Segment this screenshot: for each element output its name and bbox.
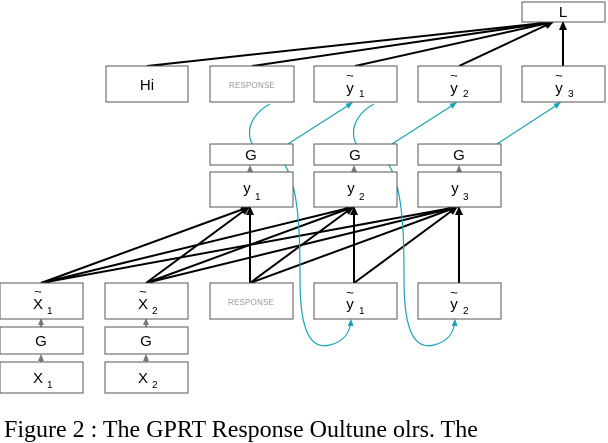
diagram-canvas: L Hi RESPONSE ~ y 1 ~ y 2 ~ y 3 G G G [0,1,606,394]
edge-respb-to-y2 [249,206,354,284]
gray-arrows [247,165,462,172]
node-xt1: ~ X 1 [0,282,84,320]
node-response-top: RESPONSE [209,65,295,103]
figure-caption: Figure 2 : The GPRT Response Oultune olr… [4,417,478,443]
node-y2: y 2 [313,171,398,208]
node-yt3-top-tilde: ~ [555,68,563,83]
node-yt2-top-sub: 2 [463,89,469,100]
node-yt2-bottom-sub: 2 [463,306,469,317]
node-g-bot2: G [104,326,189,355]
edge-xt2-to-y1 [145,206,250,284]
node-hi-label: Hi [140,77,154,94]
node-x1-base: X [33,370,43,387]
node-y3-base: y [451,180,459,197]
edges-to-L [146,18,567,67]
node-xt2: ~ X 2 [104,282,189,320]
node-yt1-top-base: y [346,80,354,97]
node-g-bot2-label: G [140,333,152,350]
edge-yt2-to-L [458,21,554,67]
edge-G3-to-yt3 [496,102,561,145]
node-y2-base: y [347,180,355,197]
node-g-mid2: G [313,143,398,166]
node-xt1-sub: 1 [47,306,53,317]
node-g-mid3-label: G [453,147,465,164]
node-yt1-bottom: ~ y 1 [313,282,398,320]
node-g-mid1-label: G [245,147,257,164]
node-g-mid3: G [417,143,502,166]
node-x1-sub: 1 [47,380,53,391]
node-x2: X 2 [104,361,189,394]
node-y2-sub: 2 [359,192,365,203]
node-L: L [521,1,606,23]
node-y3: y 3 [417,171,502,208]
node-L-label: L [559,4,567,21]
node-yt3-top-sub: 3 [568,89,574,100]
node-x2-base: X [138,370,148,387]
node-yt1-top-sub: 1 [359,89,365,100]
node-yt2-top-base: y [450,80,458,97]
edges-to-y [40,204,463,284]
node-yt2-bottom: ~ y 2 [417,282,502,320]
node-yt2-top-tilde: ~ [450,68,458,83]
edge-G1-to-yt1 [287,102,353,145]
node-response-top-label: RESPONSE [229,81,275,90]
edge-yt1-to-L [354,19,554,67]
node-xt1-base: X [33,296,43,313]
edge-hi-to-L [146,18,554,67]
teal-arrows [249,102,561,347]
node-xt2-sub: 2 [152,306,158,317]
node-g-bot1: G [0,326,84,355]
node-g-mid1: G [209,143,294,166]
black-small-arrows [38,318,149,362]
node-x1: X 1 [0,361,84,394]
node-g-mid2-label: G [349,147,361,164]
node-yt2-top: ~ y 2 [417,65,502,103]
node-response-bottom-label: RESPONSE [228,298,274,307]
node-yt2-bottom-tilde: ~ [450,285,458,300]
node-yt1-top-tilde: ~ [346,68,354,83]
node-x2-sub: 2 [152,380,158,391]
node-yt3-top-base: y [555,80,563,97]
node-y3-sub: 3 [463,192,469,203]
node-g-bot1-label: G [35,333,47,350]
node-yt2-bottom-base: y [450,296,458,313]
node-yt1-bottom-base: y [346,296,354,313]
node-xt2-tilde: ~ [139,284,147,299]
node-hi: Hi [105,65,189,103]
edge-G2-to-yt2 [391,102,457,145]
node-y1-base: y [243,180,251,197]
node-xt1-tilde: ~ [34,284,42,299]
node-yt3-top: ~ y 3 [521,65,606,103]
node-yt1-bottom-sub: 1 [359,306,365,317]
node-yt1-top: ~ y 1 [313,65,398,103]
node-y1-sub: 1 [255,192,261,203]
node-response-bottom: RESPONSE [209,282,294,320]
node-y1: y 1 [209,171,294,208]
node-xt2-base: X [138,296,148,313]
edge-yt1b-to-y3 [353,206,458,284]
node-yt1-bottom-tilde: ~ [346,285,354,300]
edge-xt1-to-y1 [40,205,250,284]
edge-response-to-L [251,19,554,67]
